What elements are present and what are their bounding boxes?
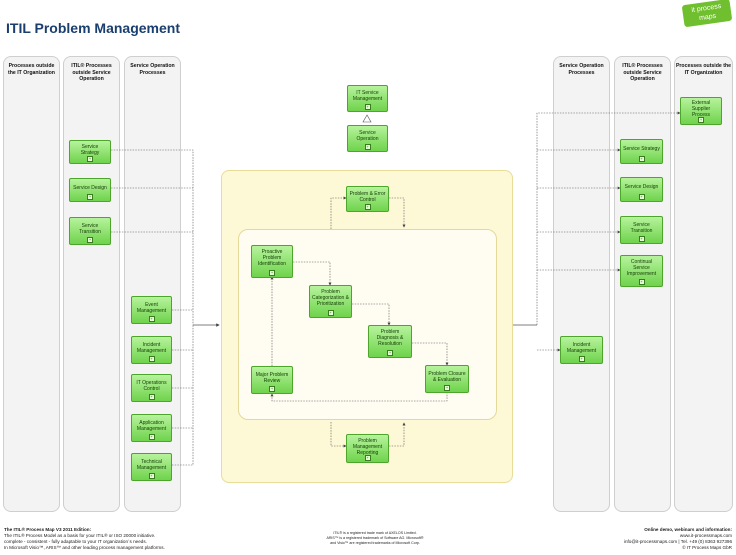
footer-left-title: The ITIL® Process Map V3 2011 Edition: bbox=[4, 527, 92, 532]
left-service-transition-box[interactable]: Service Transition+ bbox=[69, 217, 111, 245]
technical-management-box[interactable]: Technical Management+ bbox=[131, 453, 172, 481]
expand-icon[interactable]: + bbox=[638, 194, 645, 200]
page-title: ITIL Problem Management bbox=[6, 20, 180, 36]
website-link[interactable]: www.it-processmaps.com bbox=[679, 533, 732, 538]
problem-closure-box[interactable]: Problem Closure & Evaluation+ bbox=[425, 365, 469, 393]
lane-right-so-processes: Service Operation Processes bbox=[553, 56, 610, 512]
expand-icon[interactable]: + bbox=[269, 386, 275, 392]
expand-icon[interactable]: + bbox=[87, 156, 93, 162]
expand-icon[interactable]: + bbox=[148, 356, 155, 362]
expand-icon[interactable]: + bbox=[387, 350, 393, 356]
footer-text: complete - consistent - fully adaptable … bbox=[4, 539, 147, 544]
footer-text: In Microsoft Visio™, ARIS™ and other lea… bbox=[4, 545, 165, 550]
expand-icon[interactable]: + bbox=[578, 356, 585, 362]
left-service-design-box[interactable]: Service Design+ bbox=[69, 178, 111, 202]
lane-header: ITIL® Processes outside Service Operatio… bbox=[622, 63, 663, 82]
expand-icon[interactable]: + bbox=[364, 104, 371, 110]
expand-icon[interactable]: + bbox=[87, 237, 93, 243]
expand-icon[interactable]: + bbox=[638, 279, 645, 285]
right-service-design-box[interactable]: Service Design+ bbox=[620, 177, 663, 202]
footer-text: ARIS™ is a registered trademark of Softw… bbox=[326, 536, 424, 540]
proactive-problem-identification-box[interactable]: Proactive Problem Identification+ bbox=[251, 245, 293, 278]
problem-management-reporting-box[interactable]: Problem Management Reporting+ bbox=[346, 434, 389, 463]
left-incident-management-box[interactable]: Incident Management+ bbox=[131, 336, 172, 364]
copyright: © IT Process Maps GbR bbox=[682, 545, 732, 550]
left-service-strategy-box[interactable]: Service Strategy+ bbox=[69, 140, 111, 164]
expand-icon[interactable]: + bbox=[148, 394, 155, 400]
expand-icon[interactable]: + bbox=[444, 385, 450, 391]
footer-trademarks: ITIL® is a registered trade mark of AXEL… bbox=[300, 531, 450, 546]
right-incident-management-box[interactable]: Incident Management+ bbox=[560, 336, 603, 364]
expand-icon[interactable]: + bbox=[327, 310, 334, 316]
lane-left-itil-outside-so: ITIL® Processes outside Service Operatio… bbox=[63, 56, 120, 512]
footer-right: Online demo, webinars and information: w… bbox=[560, 527, 732, 551]
lane-header: Service Operation Processes bbox=[559, 63, 604, 76]
lane-left-outside-it: Processes outside the IT Organization bbox=[3, 56, 60, 512]
expand-icon[interactable]: + bbox=[269, 270, 275, 276]
expand-icon[interactable]: + bbox=[364, 455, 371, 461]
contact-info[interactable]: info@it-processmaps.com | Tel. +49 (0) 8… bbox=[623, 539, 732, 544]
expand-icon[interactable]: + bbox=[87, 194, 93, 200]
lane-header: Processes outside the IT Organization bbox=[675, 63, 732, 76]
expand-icon[interactable]: + bbox=[148, 316, 155, 322]
lane-right-outside-it: Processes outside the IT Organization bbox=[674, 56, 733, 512]
event-management-box[interactable]: Event Management+ bbox=[131, 296, 172, 324]
lane-header: ITIL® Processes outside Service Operatio… bbox=[71, 63, 112, 82]
expand-icon[interactable]: + bbox=[364, 144, 371, 150]
it-service-management-box[interactable]: IT Service Management+ bbox=[347, 85, 388, 112]
right-service-transition-box[interactable]: Service Transition+ bbox=[620, 216, 663, 244]
continual-service-improvement-box[interactable]: Continual Service Improvement+ bbox=[620, 255, 663, 287]
major-problem-review-box[interactable]: Major Problem Review+ bbox=[251, 366, 293, 394]
expand-icon[interactable]: + bbox=[698, 117, 704, 123]
right-service-strategy-box[interactable]: Service Strategy+ bbox=[620, 139, 663, 164]
expand-icon[interactable]: + bbox=[364, 204, 371, 210]
footer-text: ITIL® is a registered trade mark of AXEL… bbox=[333, 531, 417, 535]
it-operations-control-box[interactable]: IT Operations Control+ bbox=[131, 374, 172, 402]
problem-diagnosis-box[interactable]: Problem Diagnosis & Resolution+ bbox=[368, 325, 412, 358]
lane-header: Processes outside the IT Organization bbox=[8, 63, 55, 76]
footer-right-title: Online demo, webinars and information: bbox=[644, 527, 732, 532]
problem-error-control-box[interactable]: Problem & Error Control+ bbox=[346, 186, 389, 212]
problem-categorization-box[interactable]: Problem Categorization & Prioritization+ bbox=[309, 285, 352, 318]
lane-header: Service Operation Processes bbox=[130, 63, 175, 76]
footer-text: The ITIL® Process Model as a basis for y… bbox=[4, 533, 156, 538]
application-management-box[interactable]: Application Management+ bbox=[131, 414, 172, 442]
inheritance-arrow-icon bbox=[362, 114, 372, 123]
expand-icon[interactable]: + bbox=[148, 434, 155, 440]
expand-icon[interactable]: + bbox=[638, 236, 645, 242]
footer-text: and Visio™ are registered trademarks of … bbox=[330, 541, 420, 545]
expand-icon[interactable]: + bbox=[638, 156, 645, 162]
service-operation-box[interactable]: Service Operation+ bbox=[347, 125, 388, 152]
external-supplier-process-box[interactable]: External Supplier Process+ bbox=[680, 97, 722, 125]
expand-icon[interactable]: + bbox=[148, 473, 155, 479]
footer-left: The ITIL® Process Map V3 2011 Edition: T… bbox=[4, 527, 234, 551]
